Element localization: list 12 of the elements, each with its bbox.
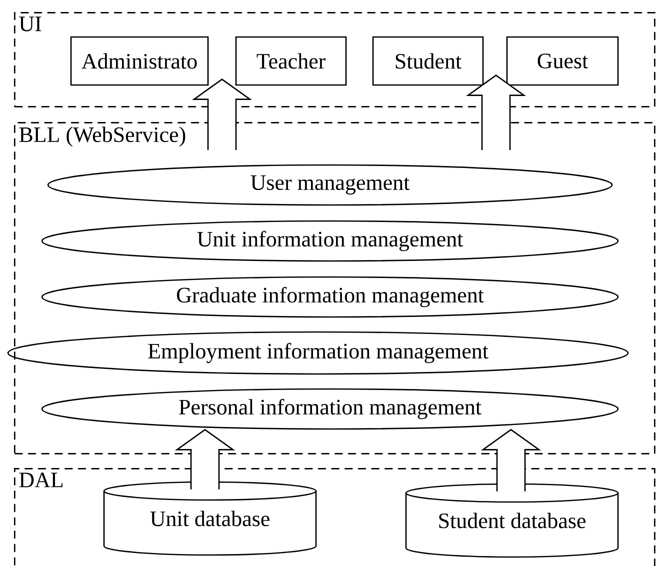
- database-cylinder: Unit database: [103, 481, 317, 556]
- hollow-arrow: [174, 428, 236, 490]
- hollow-arrow: [466, 74, 526, 151]
- role-box: Administrato: [70, 36, 209, 86]
- role-box: Guest: [506, 36, 619, 86]
- role-box: Teacher: [235, 36, 347, 86]
- role-box: Student: [372, 36, 484, 86]
- database-cylinder: Student database: [405, 483, 619, 558]
- node-label: Unit database: [150, 510, 270, 526]
- hollow-arrow: [192, 78, 252, 151]
- node-label: Student database: [439, 512, 586, 528]
- hollow-arrow: [480, 428, 542, 492]
